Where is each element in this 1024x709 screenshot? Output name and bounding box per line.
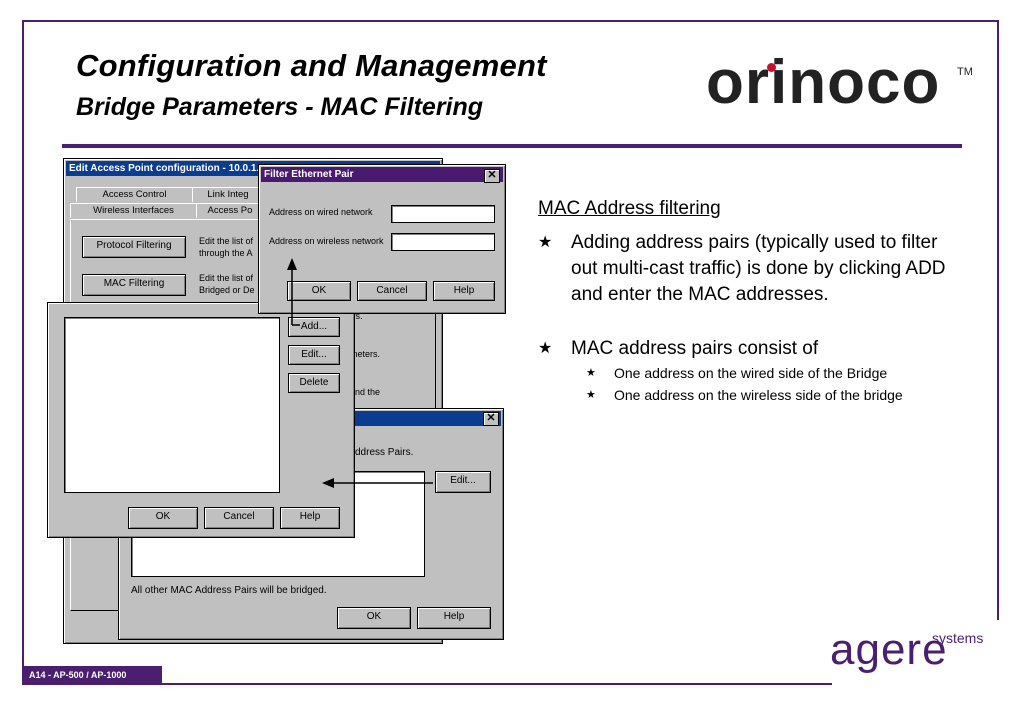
protocol-desc-line2: through the A [199,248,253,258]
title-rule [62,144,962,148]
mac-filter-list[interactable] [64,317,280,493]
star-bullet-icon: ★ [586,389,596,401]
frame-right-border [997,20,999,620]
bridged-note: All other MAC Address Pairs will be brid… [131,585,327,596]
orinoco-logo: orinoco [706,48,941,117]
desc-fragment: and the [350,387,381,397]
filter-help-button[interactable]: Help [433,281,495,301]
list-help-button[interactable]: Help [280,507,340,529]
wired-address-input[interactable] [391,205,495,223]
list-cancel-button[interactable]: Cancel [204,507,274,529]
star-bullet-icon: ★ [538,340,553,357]
list-ok-button[interactable]: OK [128,507,198,529]
filter-ok-button[interactable]: OK [287,281,351,301]
logo-trademark: TM [957,66,973,78]
sub-bullet-text: One address on the wireless side of the … [614,387,903,403]
mac-filter-list-window: Add... Edit... Delete OK Cancel Help [47,302,355,538]
agere-systems-text: systems [932,630,984,646]
slide-title: Configuration and Management [76,48,547,83]
frame-top-border [22,20,999,22]
wired-address-label: Address on wired network [269,207,373,217]
filter-cancel-button[interactable]: Cancel [357,281,427,301]
close-icon[interactable]: ✕ [483,412,499,426]
close-icon[interactable]: ✕ [484,169,500,183]
mac-filtering-button[interactable]: MAC Filtering [82,274,186,296]
delete-button[interactable]: Delete [288,373,340,393]
wireless-address-input[interactable] [391,233,495,251]
mac-pairs-ok-button[interactable]: OK [337,607,411,629]
bullet-text: MAC address pairs consist of [571,338,819,359]
edit-button[interactable]: Edit... [288,345,340,365]
agere-logo: agere [830,625,948,674]
slide-subtitle: Bridge Parameters - MAC Filtering [76,93,484,121]
arrow-up-icon [287,258,300,326]
bullet-text: Adding address pairs (typically used to … [571,232,946,305]
logo-dot-icon [767,63,776,72]
sub-bullet-text: One address on the wired side of the Bri… [614,365,888,381]
wireless-address-label: Address on wireless network [269,236,384,246]
filter-pair-titlebar: Filter Ethernet Pair [261,167,503,182]
mac-pairs-help-button[interactable]: Help [417,607,491,629]
star-bullet-icon: ★ [586,367,596,379]
protocol-filtering-button[interactable]: Protocol Filtering [82,236,186,258]
mac-pairs-edit-button[interactable]: Edit... [435,471,491,493]
protocol-desc-line1: Edit the list of [199,236,254,246]
star-bullet-icon: ★ [538,234,553,251]
mac-pairs-description: ddress Pairs. [355,447,414,458]
filter-ethernet-pair-window: Filter Ethernet Pair ✕ Address on wired … [258,164,506,314]
add-button[interactable]: Add... [288,317,340,337]
frame-left-border [22,20,24,685]
frame-bottom-border [22,683,832,685]
footer-label: A14 - AP-500 / AP-1000 [24,666,162,685]
mac-filtering-heading: MAC Address filtering [538,198,721,219]
desc-fragment: meters. [350,349,381,359]
mac-desc-line2: Bridged or De [199,285,255,295]
arrow-left-icon [322,478,433,488]
mac-desc-line1: Edit the list of [199,273,254,283]
